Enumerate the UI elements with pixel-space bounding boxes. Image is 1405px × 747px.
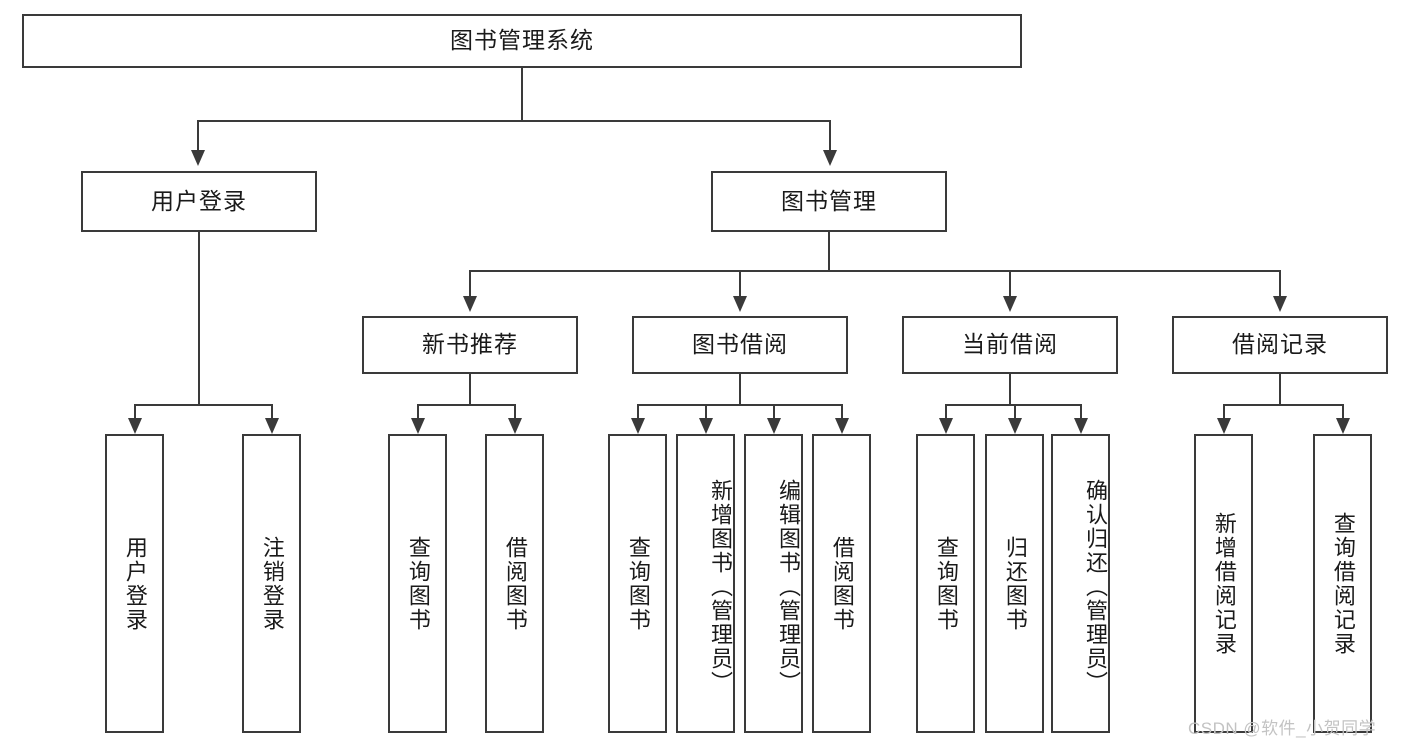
leaf-nbr-borrow-book[interactable]: 借阅图书 — [485, 434, 544, 733]
connector-drop-br-query — [1342, 404, 1344, 420]
node-book-borrowing[interactable]: 图书借阅 — [632, 316, 848, 374]
connector-new-book-rec-bus — [417, 404, 515, 406]
connector-root-stem — [521, 68, 523, 120]
connector-borrow-record-stem — [1279, 374, 1281, 404]
arrow-to-new-book-rec — [463, 296, 477, 312]
leaf-cb-confirm-return-admin[interactable]: 确认归还（管理员） — [1051, 434, 1110, 733]
connector-book-borrow-stem — [739, 374, 741, 404]
node-label: 图书管理 — [781, 187, 877, 214]
connector-drop-bb-query — [637, 404, 639, 420]
leaf-bb-query-book[interactable]: 查询图书 — [608, 434, 667, 733]
node-new-book-recommendation[interactable]: 新书推荐 — [362, 316, 578, 374]
connector-drop-new-book-rec — [469, 270, 471, 298]
node-label: 借阅记录 — [1232, 331, 1328, 358]
arrow-to-bb-add — [699, 418, 713, 434]
leaf-br-add-record[interactable]: 新增借阅记录 — [1194, 434, 1253, 733]
connector-drop-current-borrow — [1009, 270, 1011, 298]
arrow-to-current-borrow — [1003, 296, 1017, 312]
leaf-bb-edit-book-admin[interactable]: 编辑图书（管理员） — [744, 434, 803, 733]
connector-current-borrow-stem — [1009, 374, 1011, 404]
arrow-to-cb-return — [1008, 418, 1022, 434]
arrow-to-bb-query — [631, 418, 645, 434]
node-book-management[interactable]: 图书管理 — [711, 171, 947, 232]
leaf-label: 归还图书 — [1002, 535, 1028, 632]
leaf-cb-return-book[interactable]: 归还图书 — [985, 434, 1044, 733]
leaf-nbr-query-book[interactable]: 查询图书 — [388, 434, 447, 733]
leaf-label: 查询图书 — [625, 535, 651, 632]
arrow-to-br-query — [1336, 418, 1350, 434]
leaf-br-query-record[interactable]: 查询借阅记录 — [1313, 434, 1372, 733]
leaf-label: 查询图书 — [933, 535, 959, 632]
leaf-label: 借阅图书 — [829, 535, 855, 632]
leaf-label: 查询图书 — [405, 535, 431, 632]
leaf-bb-add-book-admin[interactable]: 新增图书（管理员） — [676, 434, 735, 733]
arrow-to-nbr-query — [411, 418, 425, 434]
connector-level2-bus — [197, 120, 830, 122]
arrow-to-leaf-user-login — [128, 418, 142, 434]
leaf-label: 新增借阅记录 — [1211, 511, 1237, 656]
arrow-to-borrow-record — [1273, 296, 1287, 312]
arrow-to-br-add — [1217, 418, 1231, 434]
connector-drop-cb-query — [945, 404, 947, 420]
connector-new-book-rec-stem — [469, 374, 471, 404]
connector-borrow-record-bus — [1223, 404, 1343, 406]
node-label: 图书管理系统 — [450, 27, 594, 54]
node-label: 用户登录 — [151, 187, 247, 214]
node-user-login[interactable]: 用户登录 — [81, 171, 317, 232]
arrow-to-user-login — [191, 150, 205, 166]
connector-drop-cb-return — [1014, 404, 1016, 420]
arrow-to-cb-query — [939, 418, 953, 434]
node-label: 当前借阅 — [962, 331, 1058, 358]
connector-drop-leaf-user-login — [134, 404, 136, 420]
leaf-label: 借阅图书 — [502, 535, 528, 632]
connector-drop-nbr-query — [417, 404, 419, 420]
leaf-label: 新增图书（管理员） — [708, 478, 733, 695]
leaf-label: 注销登录 — [259, 535, 285, 632]
connector-drop-book-management — [829, 120, 831, 152]
connector-drop-borrow-record — [1279, 270, 1281, 298]
node-label: 图书借阅 — [692, 331, 788, 358]
arrow-to-book-management — [823, 150, 837, 166]
connector-drop-bb-add — [705, 404, 707, 420]
arrow-to-nbr-borrow — [508, 418, 522, 434]
connector-drop-bb-borrow — [841, 404, 843, 420]
connector-level3-bus — [469, 270, 1280, 272]
leaf-logout[interactable]: 注销登录 — [242, 434, 301, 733]
connector-drop-leaf-logout — [271, 404, 273, 420]
connector-current-borrow-bus — [945, 404, 1081, 406]
arrow-to-cb-confirm — [1074, 418, 1088, 434]
arrow-to-bb-borrow — [835, 418, 849, 434]
connector-user-login-stem — [198, 232, 200, 404]
csdn-watermark: CSDN @软件_小贺同学 — [1188, 719, 1377, 738]
connector-book-management-stem — [828, 232, 830, 270]
node-current-borrowing[interactable]: 当前借阅 — [902, 316, 1118, 374]
arrow-to-bb-edit — [767, 418, 781, 434]
connector-drop-br-add — [1223, 404, 1225, 420]
leaf-cb-query-book[interactable]: 查询图书 — [916, 434, 975, 733]
node-root-book-management-system[interactable]: 图书管理系统 — [22, 14, 1022, 68]
connector-drop-bb-edit — [773, 404, 775, 420]
leaf-label: 查询借阅记录 — [1330, 511, 1356, 656]
leaf-label: 确认归还（管理员） — [1083, 478, 1108, 695]
node-label: 新书推荐 — [422, 331, 518, 358]
connector-drop-cb-confirm — [1080, 404, 1082, 420]
arrow-to-book-borrow — [733, 296, 747, 312]
connector-drop-book-borrow — [739, 270, 741, 298]
leaf-user-login[interactable]: 用户登录 — [105, 434, 164, 733]
leaf-bb-borrow-book[interactable]: 借阅图书 — [812, 434, 871, 733]
arrow-to-leaf-logout — [265, 418, 279, 434]
leaf-label: 编辑图书（管理员） — [776, 478, 801, 695]
connector-book-borrow-bus — [637, 404, 841, 406]
connector-user-login-bus — [134, 404, 272, 406]
node-borrowing-record[interactable]: 借阅记录 — [1172, 316, 1388, 374]
leaf-label: 用户登录 — [122, 535, 148, 632]
connector-drop-user-login — [197, 120, 199, 152]
connector-drop-nbr-borrow — [514, 404, 516, 420]
